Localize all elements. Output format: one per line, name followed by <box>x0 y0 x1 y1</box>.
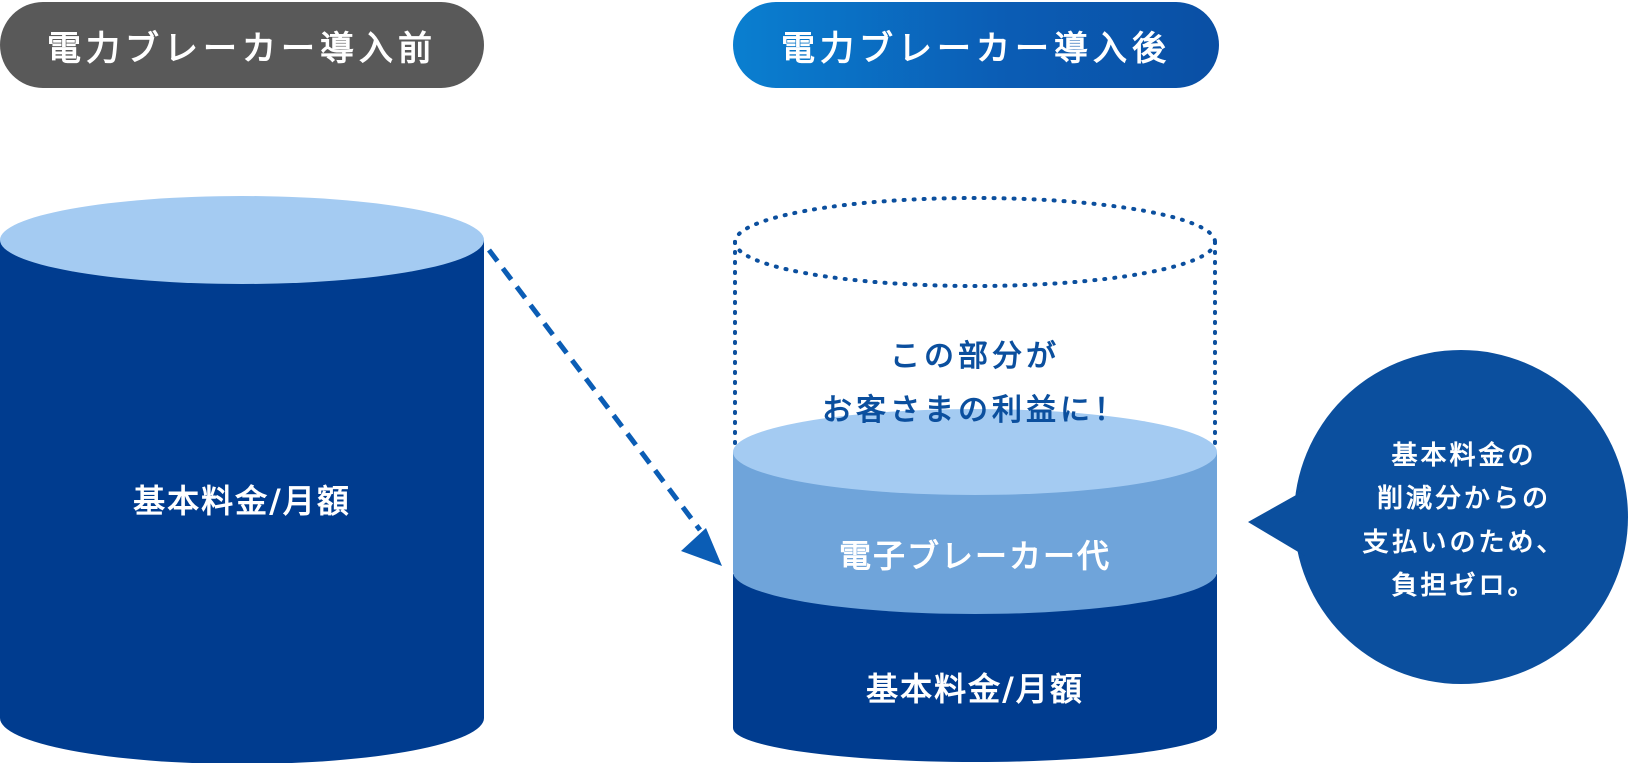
after-title: 電力ブレーカー導入後 <box>781 28 1171 69</box>
before-title: 電力ブレーカー導入前 <box>47 28 437 69</box>
savings-line-1: この部分が <box>890 339 1060 374</box>
before-cylinder: 基本料金/月額 <box>0 196 484 763</box>
reduction-arrow <box>487 248 722 566</box>
base-fee-segment <box>733 574 1217 762</box>
before-cylinder-label: 基本料金/月額 <box>133 482 351 520</box>
bubble-line-2: 削減分からの <box>1377 484 1551 514</box>
speech-bubble: 基本料金の 削減分からの 支払いのため、 負担ゼロ。 <box>1248 350 1628 684</box>
bubble-line-4: 負担ゼロ。 <box>1391 571 1536 601</box>
before-title-badge: 電力ブレーカー導入前 <box>0 2 484 88</box>
base-fee-label: 基本料金/月額 <box>866 670 1084 708</box>
bubble-line-3: 支払いのため、 <box>1362 528 1565 558</box>
after-cylinder: この部分が お客さまの利益に！ 電子ブレーカー代 基本料金/月額 <box>733 196 1217 762</box>
bubble-line-1: 基本料金の <box>1391 440 1536 471</box>
breaker-fee-segment <box>733 452 1217 614</box>
speech-bubble-tail <box>1248 490 1305 556</box>
after-cylinder-top <box>733 409 1217 495</box>
after-title-badge: 電力ブレーカー導入後 <box>733 2 1219 88</box>
savings-line-2: お客さまの利益に！ <box>822 393 1128 428</box>
breaker-fee-label: 電子ブレーカー代 <box>839 537 1111 575</box>
removed-portion-outline <box>733 196 1217 454</box>
